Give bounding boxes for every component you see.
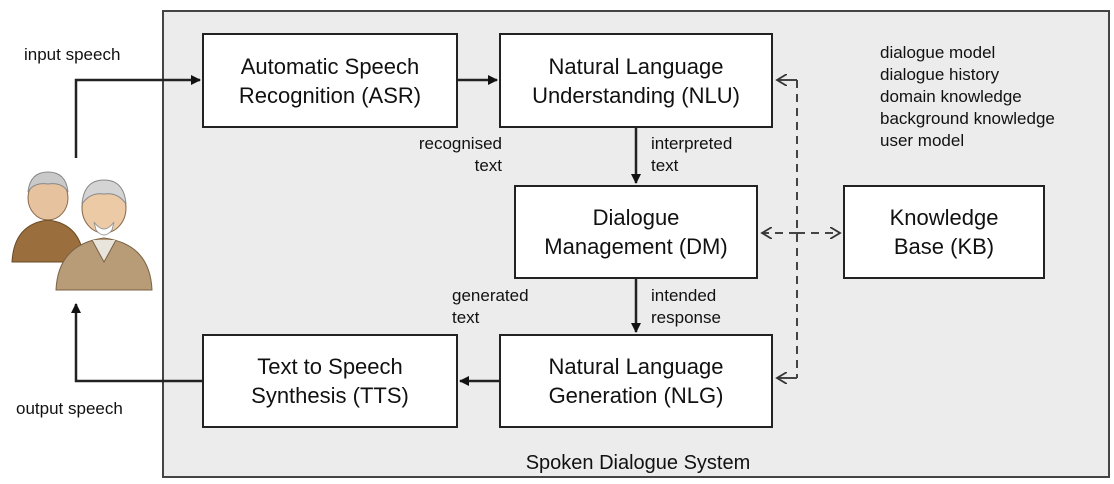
kb-line-1: Knowledge — [889, 205, 999, 230]
nlg-box[interactable]: Natural Language Generation (NLG) — [499, 334, 773, 428]
knowledge-item: domain knowledge — [880, 87, 1022, 106]
dm-line-1: Dialogue — [592, 205, 680, 230]
interpreted-text-label: interpreted text — [651, 133, 732, 177]
nlg-line-2: Generation (NLG) — [548, 383, 724, 408]
dm-box[interactable]: Dialogue Management (DM) — [514, 185, 758, 279]
tts-box[interactable]: Text to Speech Synthesis (TTS) — [202, 334, 458, 428]
users-icon — [11, 171, 153, 291]
recognised-text-label: recognised text — [378, 133, 502, 177]
dm-line-2: Management (DM) — [544, 234, 728, 259]
output-speech-label: output speech — [16, 399, 123, 418]
knowledge-items-list: dialogue model dialogue history domain k… — [880, 42, 1055, 152]
knowledge-item: dialogue history — [880, 65, 1000, 84]
input-speech-label: input speech — [24, 45, 121, 64]
nlu-box[interactable]: Natural Language Understanding (NLU) — [499, 33, 773, 128]
tts-line-1: Text to Speech — [257, 354, 403, 379]
generated-line-2: text — [452, 308, 480, 327]
intended-response-label: intended response — [651, 285, 721, 329]
input-speech-arrow — [74, 75, 201, 158]
nlg-line-1: Natural Language — [548, 354, 724, 379]
system-title: Spoken Dialogue System — [525, 452, 751, 474]
knowledge-item: user model — [880, 131, 965, 150]
recognised-line-1: recognised — [418, 134, 502, 153]
recognised-line-2: text — [474, 156, 502, 175]
kb-box[interactable]: Knowledge Base (KB) — [843, 185, 1045, 279]
interpreted-line-2: text — [651, 156, 679, 175]
asr-line-2: Recognition (ASR) — [238, 82, 422, 108]
kb-line-2: Base (KB) — [893, 234, 995, 259]
nlu-line-2: Understanding (NLU) — [532, 82, 740, 108]
knowledge-item: dialogue model — [880, 43, 996, 62]
output-speech-arrow — [71, 303, 202, 383]
generated-line-1: generated — [452, 286, 529, 305]
intended-line-2: response — [651, 308, 721, 327]
interpreted-line-1: interpreted — [651, 134, 733, 153]
intended-line-1: intended — [651, 286, 717, 305]
asr-box[interactable]: Automatic Speech Recognition (ASR) — [202, 33, 458, 128]
asr-line-1: Automatic Speech — [240, 53, 420, 79]
tts-line-2: Synthesis (TTS) — [251, 383, 409, 408]
nlu-line-1: Natural Language — [548, 53, 724, 79]
knowledge-item: background knowledge — [880, 109, 1055, 128]
generated-text-label: generated text — [452, 285, 529, 329]
